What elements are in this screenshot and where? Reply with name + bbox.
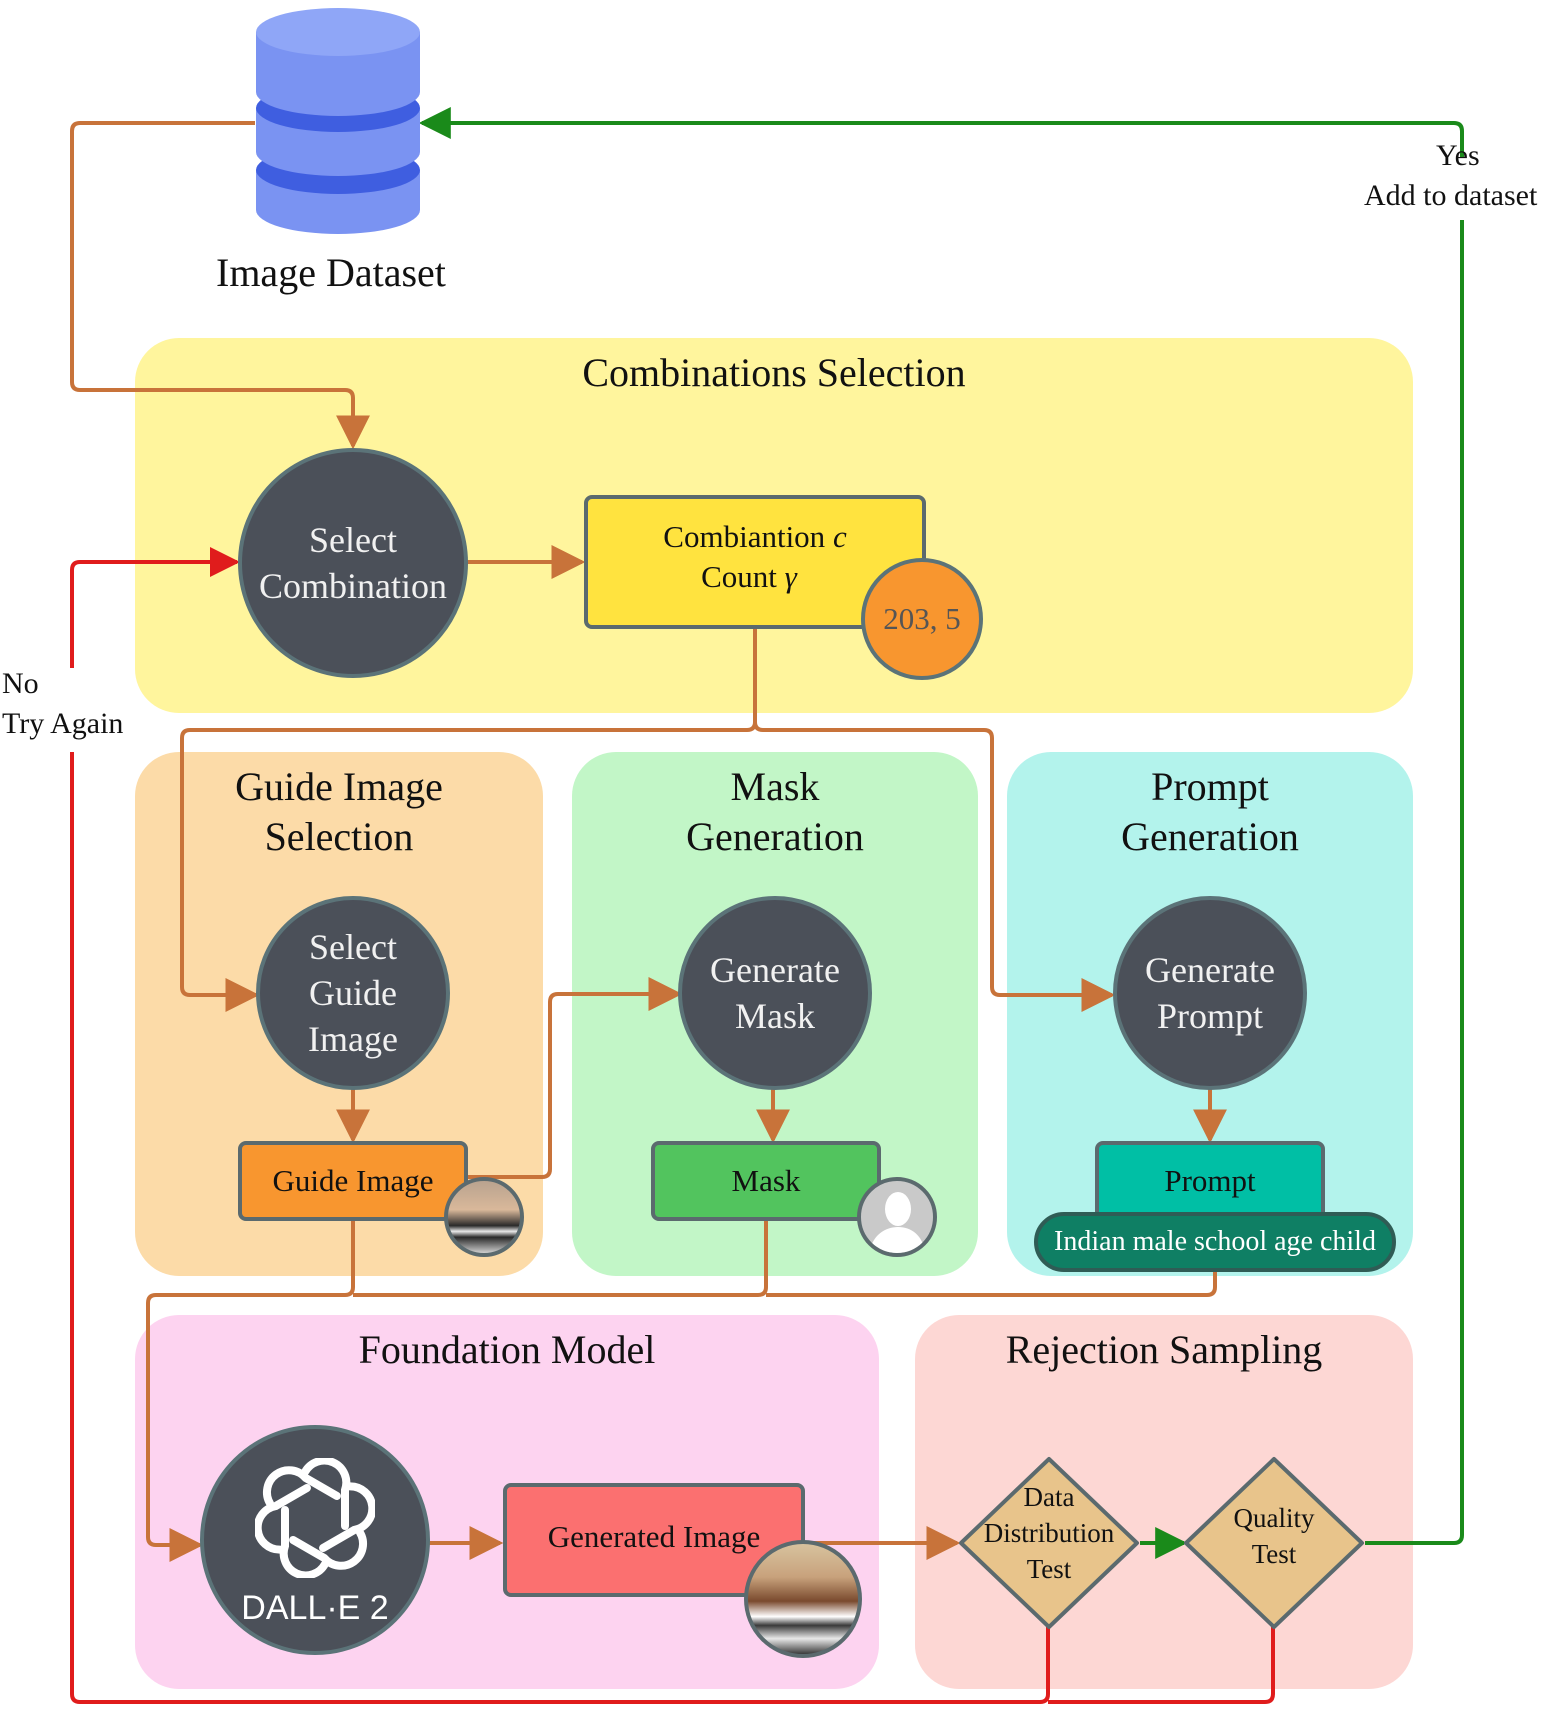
- edge-yes-top: [418, 107, 1464, 157]
- guide-image-box: Guide Image: [238, 1141, 468, 1221]
- generated-image-thumbnail: [744, 1540, 862, 1658]
- prompt-text-pill: Indian male school age child: [1034, 1212, 1396, 1272]
- mask-box: Mask: [651, 1141, 881, 1221]
- select-combination-node: Select Combination: [238, 448, 468, 678]
- edge-combination-split: [180, 627, 757, 1012]
- data-distribution-test-diamond: [959, 1457, 1139, 1629]
- edge-prompt-collect: [766, 1262, 1217, 1297]
- generate-mask-node: Generate Mask: [678, 896, 872, 1090]
- prompt-title: Prompt Generation: [1121, 764, 1299, 859]
- dataset-label: Image Dataset: [216, 250, 446, 295]
- edge-dataset-to-select: [70, 121, 370, 450]
- edge-combination-to-prompt: [753, 721, 1116, 1012]
- mask-thumbnail: [857, 1177, 937, 1257]
- prompt-box: Prompt: [1095, 1141, 1325, 1221]
- try-again-label: Try Again: [2, 707, 124, 740]
- rejection-title: Rejection Sampling: [1005, 1327, 1323, 1372]
- quality-test-diamond: [1184, 1457, 1364, 1629]
- mask-title: Mask Generation: [686, 764, 864, 859]
- edge-test2-reject: [1048, 1618, 1275, 1704]
- rejection-panel: Rejection Sampling: [915, 1315, 1413, 1689]
- dalle-node: DALL·E 2: [200, 1425, 430, 1655]
- openai-logo-icon: [255, 1458, 375, 1578]
- silhouette-icon: [869, 1192, 925, 1253]
- edge-no-to-select: [70, 547, 240, 668]
- data-distribution-test-label: Data Distribution Test: [983, 1482, 1115, 1584]
- guide-title: Guide Image Selection: [235, 764, 443, 859]
- combinations-title: Combinations Selection: [582, 350, 966, 395]
- add-to-dataset-label: Add to dataset: [1364, 179, 1538, 212]
- yes-label: Yes: [1436, 139, 1480, 172]
- combination-count-badge: 203, 5: [861, 558, 983, 680]
- combination-line1: Combiantion c: [663, 519, 847, 554]
- select-guide-image-node: Select Guide Image: [256, 896, 450, 1090]
- database-icon: [256, 8, 420, 234]
- foundation-title: Foundation Model: [358, 1327, 656, 1372]
- no-label: No: [2, 667, 39, 700]
- edge-guide-to-mask: [465, 977, 683, 1179]
- edge-mask-collect: [353, 1219, 768, 1297]
- edge-test1-reject: [70, 752, 1050, 1704]
- count-line2: Count γ: [701, 559, 797, 594]
- edge-yes-to-dataset: [1365, 220, 1464, 1545]
- quality-test-label: Quality Test: [1233, 1503, 1315, 1569]
- dalle-model-label: DALL·E 2: [241, 1589, 389, 1627]
- generate-prompt-node: Generate Prompt: [1113, 896, 1307, 1090]
- edge-guide-collect: [146, 1219, 355, 1562]
- guide-image-thumbnail: [444, 1177, 524, 1257]
